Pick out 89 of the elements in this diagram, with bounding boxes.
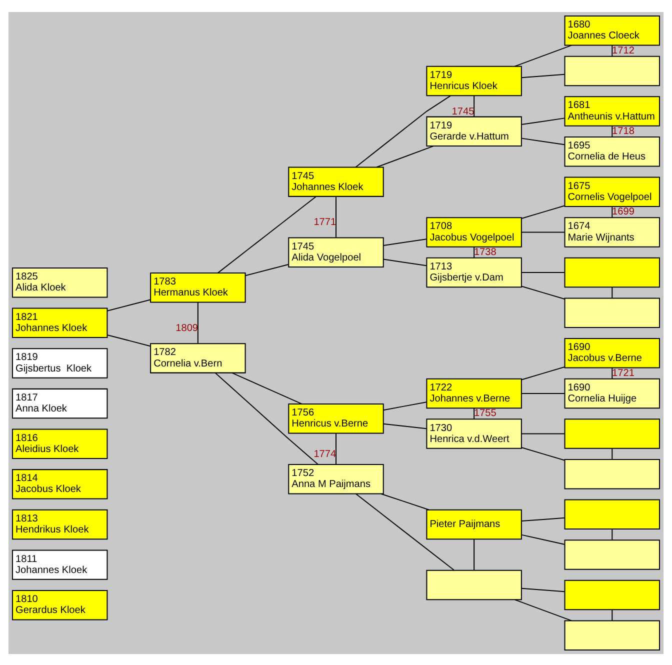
- node-box: 1819 Gijsbertus Kloek: [12, 348, 108, 378]
- node-box: 1756 Henricus v.Berne: [288, 403, 384, 434]
- node-box: 1681 Antheunis v.Hattum: [564, 96, 660, 126]
- node-box: 1695 Cornelia de Heus: [564, 136, 660, 166]
- connector: [383, 258, 426, 266]
- node-box: 1825 Alida Kloek: [12, 267, 108, 298]
- node-box: 1817 Anna Kloek: [12, 388, 108, 418]
- connector: [383, 238, 426, 246]
- edge-label: 1721: [612, 367, 634, 378]
- node-box: 1783 Hermanus Kloek: [150, 272, 246, 302]
- connector: [218, 196, 316, 273]
- connector: [612, 528, 613, 540]
- connector: [474, 538, 475, 570]
- node-box: 1690 Cornelia Huijge: [564, 378, 660, 408]
- connector: [521, 117, 565, 125]
- connector: [612, 609, 613, 620]
- connector: [355, 94, 451, 168]
- connector: [474, 95, 475, 116]
- node-box: 1816 Aleidius Kloek: [12, 428, 108, 458]
- connector: [514, 44, 572, 66]
- connector: [521, 534, 565, 544]
- node-box: 1745 Alida Vogelpoel: [288, 236, 384, 267]
- connector: [474, 246, 475, 258]
- connector: [232, 372, 302, 404]
- connector: [521, 73, 564, 78]
- connector: [612, 206, 613, 218]
- node-box: [564, 539, 660, 570]
- node-box: 1690 Jacobus v.Berne: [564, 338, 660, 368]
- node-box: [564, 579, 660, 610]
- edge-label: 1712: [612, 44, 634, 56]
- connector: [383, 401, 426, 410]
- node-box: [564, 620, 660, 650]
- node-box: 1675 Cornelis Vogelpoel: [564, 176, 660, 207]
- node-box: 1782 Cornelia v.Bern: [150, 342, 246, 373]
- edge-label: 1699: [612, 206, 634, 218]
- node-box: 1821 Johannes Kloek: [12, 307, 108, 338]
- connector: [612, 126, 613, 136]
- node-box: [564, 498, 660, 530]
- connector: [522, 432, 564, 434]
- connector: [107, 334, 150, 346]
- node-box: 1708 Jacobus Vogelpoel: [426, 216, 522, 247]
- connector: [612, 368, 613, 378]
- connector: [521, 204, 565, 218]
- connector: [381, 492, 430, 510]
- connector: [521, 137, 565, 145]
- connector: [245, 263, 288, 276]
- node-box: 1719 Gerarde v.Hattum: [426, 116, 522, 146]
- connector: [612, 45, 613, 56]
- node-box: 1811 Johannes Kloek: [12, 549, 108, 580]
- node-box: Pieter Paijmans: [426, 508, 522, 540]
- node-box: 1814 Jacobus Kloek: [12, 468, 108, 499]
- node-box: 1745 Johannes Kloek: [288, 166, 384, 196]
- connector: [521, 285, 565, 299]
- connector: [376, 145, 434, 168]
- node-box: 1713 Gijsbertje v.Dam: [426, 256, 522, 288]
- connector: [522, 231, 564, 232]
- connector: [356, 492, 454, 570]
- node-box: [564, 458, 660, 489]
- connector: [521, 587, 564, 592]
- connector: [514, 598, 572, 621]
- node-box: 1680 Joannes Cloeck: [564, 15, 660, 46]
- node-box: 1810 Gerardus Kloek: [12, 590, 108, 620]
- node-box: 1722 Johannes v.Berne: [426, 378, 522, 408]
- edge-label: 1809: [176, 322, 198, 334]
- connector: [521, 516, 564, 522]
- edge-label: 1755: [474, 408, 496, 419]
- node-box: 1719 Henricus Kloek: [426, 65, 522, 96]
- node-box: 1730 Henrica v.d.Weert: [426, 418, 522, 448]
- node-box: [564, 418, 660, 448]
- connector: [522, 392, 564, 394]
- connector: [215, 372, 318, 464]
- node-box: [564, 297, 660, 328]
- node-box: 1674 Marie Wijnants: [564, 216, 660, 247]
- node-box: [426, 569, 522, 600]
- connector: [522, 272, 564, 273]
- connector: [107, 298, 150, 311]
- connector: [521, 446, 565, 460]
- connector: [383, 422, 426, 429]
- node-box: [564, 55, 660, 86]
- node-box: 1752 Anna M Paijmans: [288, 464, 384, 494]
- connector: [197, 302, 198, 343]
- connector: [521, 366, 565, 380]
- connector: [474, 408, 475, 419]
- edge-label: 1718: [612, 126, 634, 137]
- edge-label: 1738: [474, 246, 496, 258]
- node-box: 1813 Hendrikus Kloek: [12, 508, 108, 540]
- node-box: [564, 256, 660, 288]
- connector: [612, 286, 613, 298]
- connector: [612, 448, 613, 459]
